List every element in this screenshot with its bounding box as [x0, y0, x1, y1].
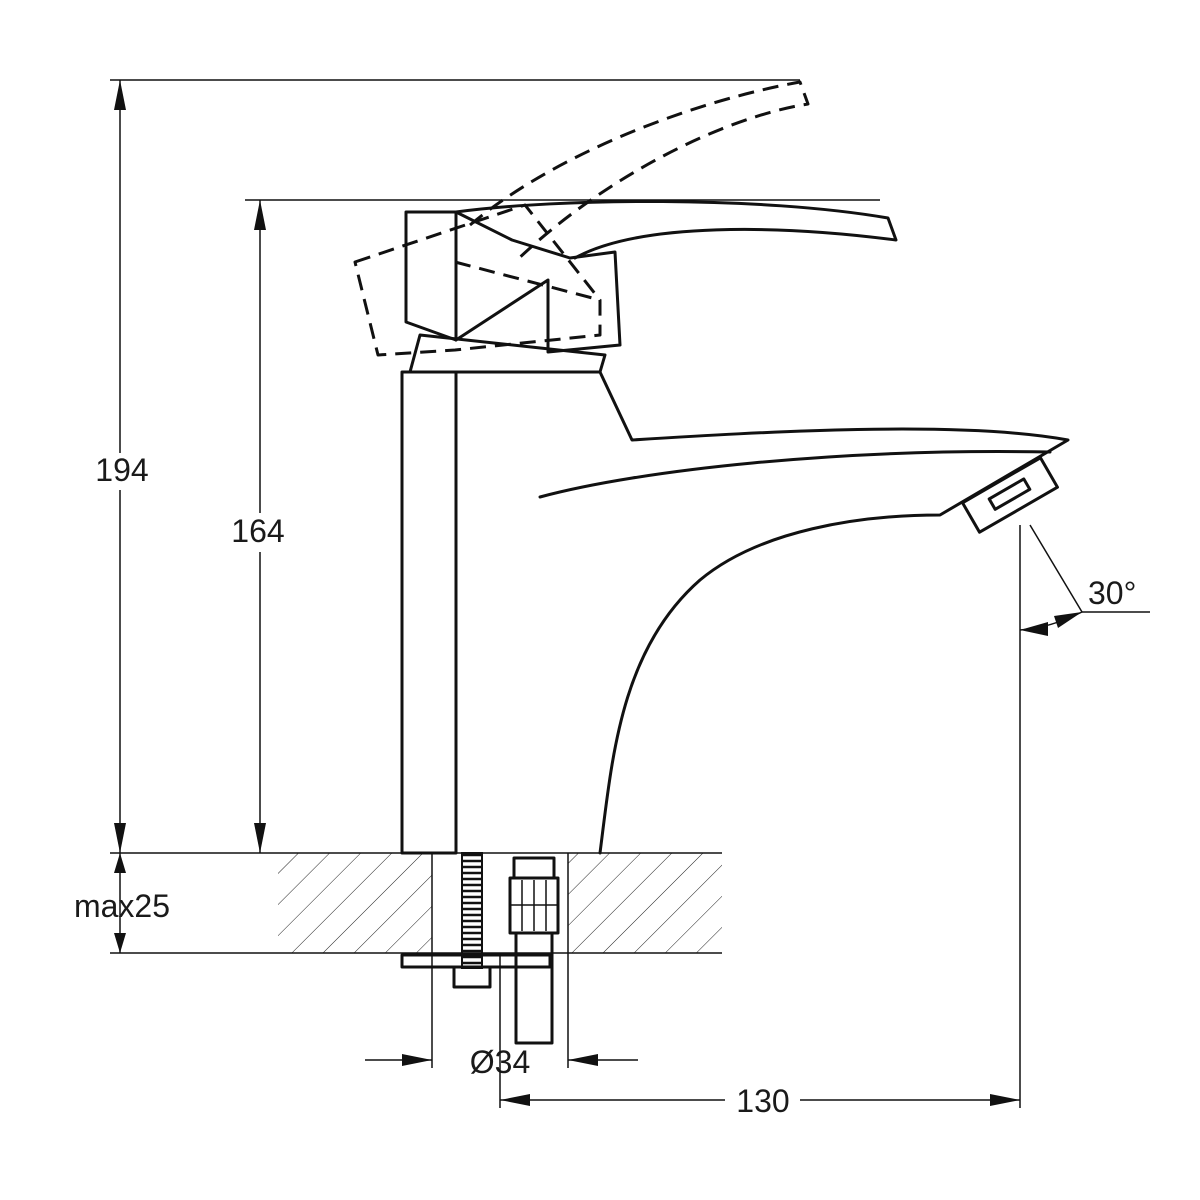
lever-open-handle: [469, 80, 810, 264]
countertop-right-section: [568, 853, 722, 953]
spout-reach-label: 130: [736, 1083, 789, 1119]
dimension-counter-thickness: max25: [74, 853, 170, 953]
threaded-stud: [461, 852, 483, 969]
lever-housing: [404, 210, 458, 342]
lever-handle: [454, 199, 898, 260]
lever-side-block: [454, 210, 622, 354]
countertop: [110, 852, 722, 954]
dimension-total-height: 194: [95, 79, 800, 853]
hose-connector: [508, 856, 560, 1045]
lever-open-position: [353, 80, 810, 357]
spout-lower-contour: [538, 450, 1052, 499]
aerator-angle-label: 30°: [1088, 575, 1136, 611]
dimension-aerator-angle: 30°: [1019, 524, 1150, 636]
total-height-label: 194: [95, 452, 148, 488]
fixing-nut: [452, 965, 492, 989]
faucet-body: [400, 370, 1070, 855]
aerator: [961, 456, 1059, 534]
spout-profile: [454, 370, 1070, 855]
dimension-hole-diameter: Ø34: [365, 953, 638, 1080]
lever-open-housing: [353, 203, 602, 357]
dimension-body-height: 164: [231, 199, 880, 853]
counter-thickness-label: max25: [74, 888, 170, 924]
cartridge-cap: [408, 333, 607, 374]
body-column: [400, 370, 458, 855]
body-height-label: 164: [231, 513, 284, 549]
countertop-left-section: [278, 853, 432, 953]
dimension-spout-reach: 130: [499, 525, 1021, 1119]
mounting-hardware: [400, 852, 560, 1045]
